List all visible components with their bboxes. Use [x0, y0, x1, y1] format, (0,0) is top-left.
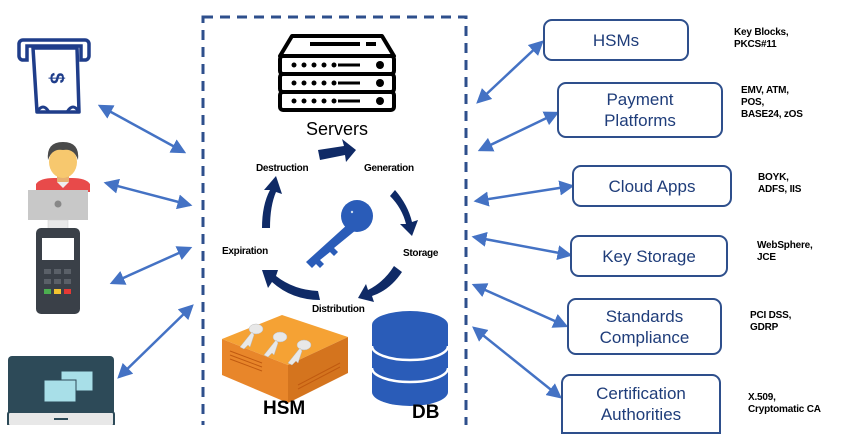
system-note-certification-authorities: X.509, Cryptomatic CA: [748, 392, 821, 416]
servers-icon: [278, 34, 396, 112]
arrow-hsms: [476, 40, 544, 104]
note-line: ADFS, IIS: [758, 184, 802, 195]
note-line: EMV, ATM,: [741, 85, 789, 96]
system-box-cloud-apps[interactable]: Cloud Apps: [572, 165, 732, 207]
lifecycle-stage-storage: Storage: [403, 248, 439, 259]
note-line: WebSphere,: [757, 240, 813, 251]
database-icon: [370, 311, 450, 406]
arrow-user: [103, 178, 193, 210]
system-label-line: Compliance: [599, 327, 690, 347]
svg-text:$: $: [45, 72, 67, 83]
note-line: Key Blocks,: [734, 27, 789, 38]
system-label-line: Authorities: [600, 405, 682, 424]
system-label-line: Key Storage: [602, 246, 696, 266]
cycle-arrow-distribution-expiration: [262, 270, 320, 300]
note-line: POS,: [741, 97, 765, 108]
left-connection-arrows: [97, 104, 194, 379]
user-laptop-icon[interactable]: [28, 142, 90, 220]
right-connection-arrows: [471, 40, 575, 399]
note-line: JCE: [757, 252, 776, 263]
note-line: BASE24, zOS: [741, 109, 803, 120]
system-box-hsms[interactable]: HSMs: [543, 19, 689, 61]
system-label-line: Payment: [606, 90, 674, 109]
note-line: BOYK,: [758, 172, 789, 183]
cycle-arrow-generation-storage: [390, 190, 418, 236]
note-line: PCI DSS,: [750, 310, 792, 321]
system-note-payment-platforms: EMV, ATM, POS, BASE24, zOS: [741, 85, 803, 121]
system-note-cloud-apps: BOYK, ADFS, IIS: [758, 172, 801, 196]
key-icon: [306, 200, 373, 268]
system-note-key-storage: WebSphere, JCE: [757, 240, 813, 264]
cycle-arrow-storage-distribution: [358, 266, 402, 302]
system-box-key-storage[interactable]: Key Storage: [570, 235, 728, 277]
lifecycle-stage-generation: Generation: [364, 163, 414, 174]
note-line: PKCS#11: [734, 39, 777, 50]
cycle-arrow-expiration-destruction: [262, 176, 282, 228]
lifecycle-arrows: [262, 139, 418, 302]
note-line: GDRP: [750, 322, 779, 333]
system-label-line: Platforms: [604, 111, 676, 130]
lifecycle-stage-expiration: Expiration: [222, 246, 268, 257]
system-label-line: Standards: [605, 306, 684, 326]
system-label-line: Cloud Apps: [608, 176, 696, 196]
note-line: Cryptomatic CA: [748, 404, 821, 415]
arrow-pos: [109, 246, 193, 285]
arrow-payment: [477, 111, 560, 152]
system-note-standards-compliance: PCI DSS, GDRP: [750, 310, 791, 334]
system-label-line: HSMs: [592, 30, 640, 50]
lifecycle-stage-distribution: Distribution: [312, 304, 365, 315]
hsm-device-icon: [222, 315, 348, 403]
arrow-keystorage: [471, 231, 573, 261]
lifecycle-stage-destruction: Destruction: [256, 163, 309, 174]
db-label: DB: [412, 402, 440, 423]
servers-label: Servers: [306, 119, 369, 139]
arrow-desktop: [117, 304, 194, 379]
hsm-label: HSM: [263, 398, 306, 419]
arrow-atm: [97, 104, 187, 154]
system-note-hsms: Key Blocks, PKCS#11: [734, 27, 789, 51]
atm-cash-icon[interactable]: $: [17, 38, 91, 114]
arrow-standards: [471, 283, 569, 328]
arrow-certification: [472, 326, 562, 399]
note-line: X.509,: [748, 392, 776, 403]
arrow-cloud: [473, 180, 575, 207]
central-system-boundary: [201, 15, 468, 425]
pos-terminal-icon[interactable]: [36, 219, 80, 314]
desktop-monitor-icon[interactable]: [7, 356, 115, 425]
system-label-line: Certification: [596, 384, 686, 403]
diagram-canvas: $: [7, 15, 575, 425]
cycle-arrow-destruction-generation: [318, 139, 356, 162]
